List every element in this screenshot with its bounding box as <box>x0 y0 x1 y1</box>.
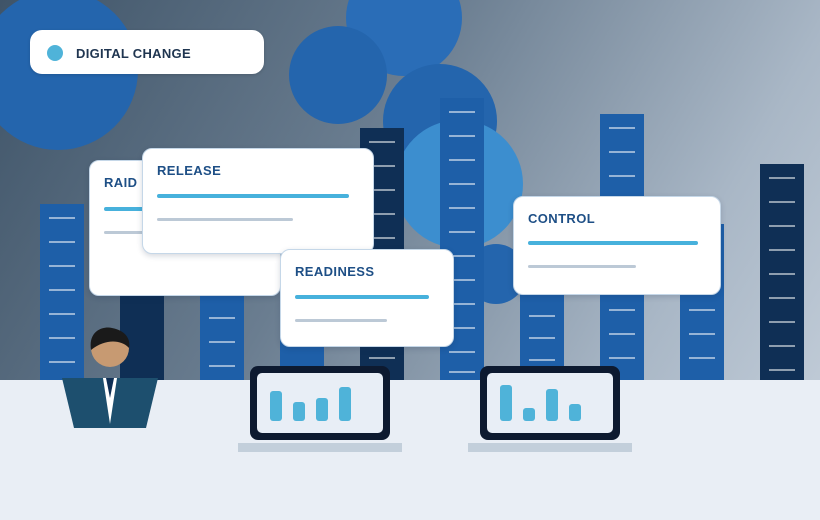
building-windows <box>49 217 75 363</box>
card-title: RAID <box>104 175 138 190</box>
laptop-chart-bar <box>523 408 535 421</box>
person-shirt <box>103 378 117 424</box>
laptop-chart-bar <box>339 387 351 421</box>
badge-dot-icon <box>47 45 63 61</box>
building-windows <box>609 127 635 359</box>
bg-circle <box>0 0 138 150</box>
card-accent-line <box>528 241 698 245</box>
person-hair <box>90 327 130 350</box>
card-title: CONTROL <box>528 211 596 226</box>
release-card: RELEASE <box>142 148 374 254</box>
building-bar <box>40 204 84 380</box>
laptop-chart-bar <box>316 398 328 421</box>
building-bar <box>200 294 244 380</box>
card-title: READINESS <box>295 264 375 279</box>
card-sub-line <box>157 218 293 221</box>
card-accent-line <box>295 295 429 299</box>
laptop-base <box>238 443 402 452</box>
building-bar <box>520 294 564 380</box>
card-sub-line <box>528 265 636 268</box>
building-windows <box>209 317 235 367</box>
laptop-chart-bar <box>569 404 581 421</box>
control-card: CONTROL <box>513 196 721 295</box>
laptop-chart-bar <box>270 391 282 421</box>
building-windows <box>769 177 795 371</box>
card-accent-line <box>157 194 349 198</box>
bg-circle <box>289 26 387 124</box>
card-sub-line <box>295 319 387 322</box>
digital-change-badge: DIGITAL CHANGE <box>30 30 264 74</box>
card-title: RELEASE <box>157 163 222 178</box>
building-bar <box>760 164 804 380</box>
building-windows <box>529 315 555 361</box>
laptop-base <box>468 443 632 452</box>
readiness-card: READINESS <box>280 249 454 347</box>
laptop-chart-bar <box>546 389 558 421</box>
badge-label: DIGITAL CHANGE <box>76 46 191 61</box>
person-figure <box>62 327 158 428</box>
person-tie <box>106 378 114 398</box>
laptop-chart-bar <box>293 402 305 421</box>
laptop-chart-bar <box>500 385 512 421</box>
building-windows <box>689 309 715 359</box>
building-bar <box>120 290 164 380</box>
